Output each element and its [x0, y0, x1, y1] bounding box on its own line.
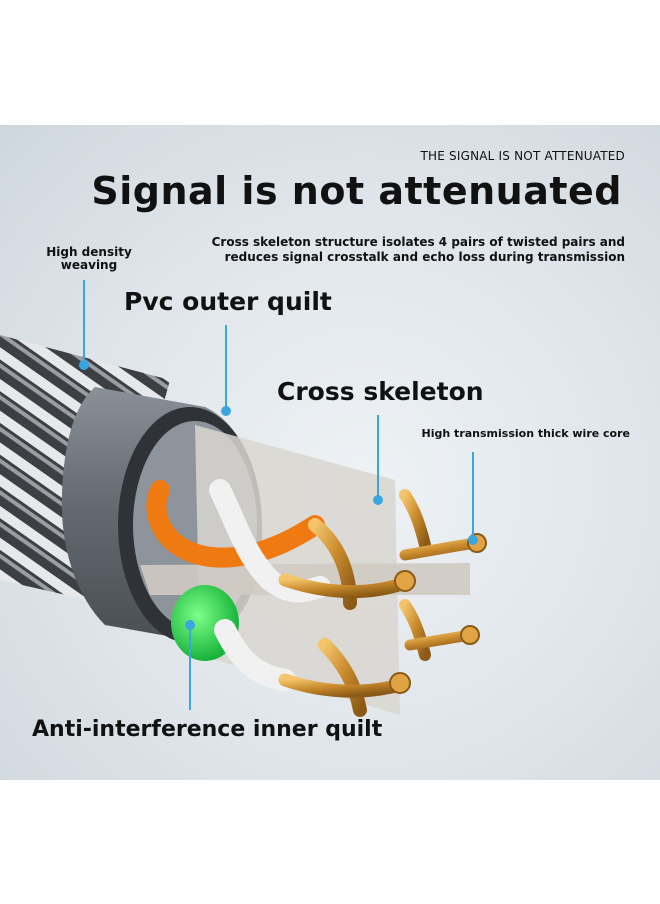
- label-high-density-weaving: High density weaving: [46, 245, 132, 272]
- label-high-transmission-core: High transmission thick wire core: [421, 427, 630, 440]
- leader-lines: [79, 280, 478, 710]
- label-cross-skeleton: Cross skeleton: [277, 377, 484, 406]
- label-anti-interference-inner-quilt: Anti-interference inner quilt: [32, 717, 383, 742]
- page-title: Signal is not attenuated: [91, 169, 622, 213]
- description-text: Cross skeleton structure isolates 4 pair…: [211, 235, 625, 264]
- kicker-text: THE SIGNAL IS NOT ATTENUATED: [420, 149, 625, 163]
- orange-wire: [146, 480, 325, 568]
- copper-core-1: [278, 518, 416, 610]
- copper-core-3: [399, 599, 480, 661]
- white-wire-lower: [214, 619, 296, 691]
- copper-core-4: [278, 638, 411, 717]
- diagram-panel: THE SIGNAL IS NOT ATTENUATED Signal is n…: [0, 125, 660, 780]
- label-pvc-outer-quilt: Pvc outer quilt: [124, 287, 332, 316]
- cable-illustration: [0, 280, 487, 717]
